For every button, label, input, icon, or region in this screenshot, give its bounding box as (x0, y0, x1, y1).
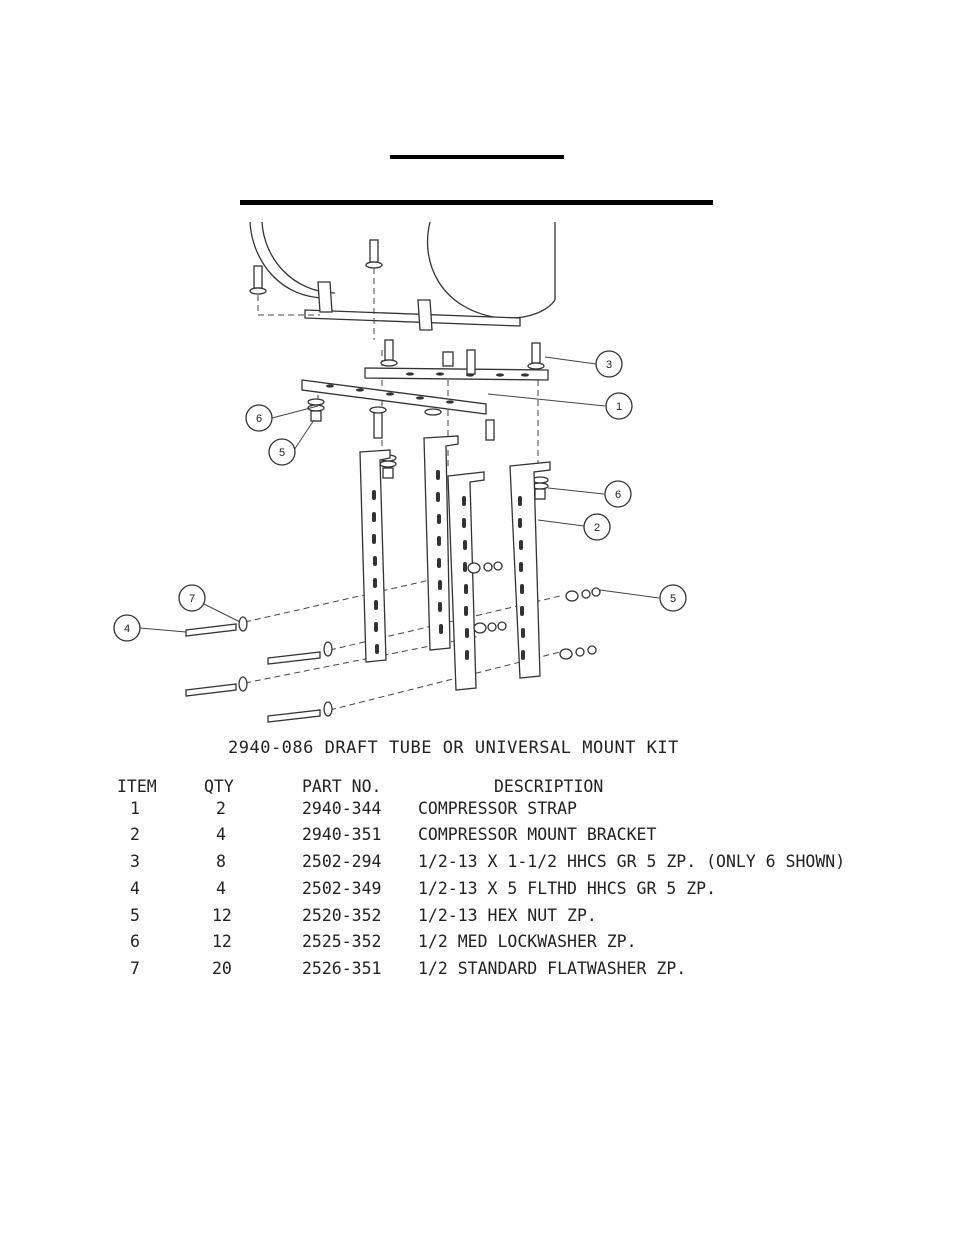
item-number: 1 (130, 799, 140, 818)
callout-4: 4 (113, 614, 141, 642)
callout-3: 3 (595, 350, 623, 378)
item-qty: 20 (212, 959, 232, 978)
item-number: 7 (130, 959, 140, 978)
header-part-no: PART NO. (302, 777, 382, 796)
callout-6-left: 6 (245, 404, 273, 432)
item-description: COMPRESSOR MOUNT BRACKET (418, 825, 657, 844)
callout-leaders (139, 356, 660, 633)
item-qty: 4 (216, 879, 226, 898)
parts-row: 5 12 2520-352 1/2-13 HEX NUT ZP. (0, 906, 954, 932)
exploded-assembly-drawing: 3 1 6 5 6 2 7 4 (113, 221, 687, 723)
callout-6-right: 6 (604, 480, 632, 508)
parts-row: 6 12 2525-352 1/2 MED LOCKWASHER ZP. (0, 932, 954, 958)
item-description: 1/2 MED LOCKWASHER ZP. (418, 932, 637, 951)
title-underline-long (240, 200, 713, 205)
top-bolts (249, 239, 383, 295)
callout-label: 7 (189, 593, 195, 605)
item-description: COMPRESSOR STRAP (418, 799, 577, 818)
item-number: 2 (130, 825, 140, 844)
callout-1: 1 (605, 392, 633, 420)
item-part-no: 2520-352 (302, 906, 382, 925)
callout-label: 6 (615, 489, 621, 501)
callout-5-left: 5 (268, 438, 296, 466)
callout-label: 6 (256, 413, 262, 425)
item-qty: 12 (212, 932, 232, 951)
header-item: ITEM (117, 777, 157, 796)
item-number: 6 (130, 932, 140, 951)
header-description: DESCRIPTION (494, 777, 604, 796)
callout-label: 1 (616, 401, 622, 413)
callout-label: 2 (594, 522, 600, 534)
item-part-no: 2525-352 (302, 932, 382, 951)
item-part-no: 2526-351 (302, 959, 382, 978)
callout-label: 3 (606, 359, 612, 371)
item-description: 1/2-13 HEX NUT ZP. (418, 906, 597, 925)
item-description: 1/2-13 X 1-1/2 HHCS GR 5 ZP. (ONLY 6 SHO… (418, 852, 846, 871)
parts-row: 2 4 2940-351 COMPRESSOR MOUNT BRACKET (0, 825, 954, 851)
mount-brackets (359, 435, 551, 691)
header-qty: QTY (204, 777, 234, 796)
nut-stacks (467, 561, 601, 660)
item-qty: 2 (216, 799, 226, 818)
callout-7: 7 (178, 584, 206, 612)
item-number: 4 (130, 879, 140, 898)
callout-5-right: 5 (659, 584, 687, 612)
callout-label: 5 (670, 593, 676, 605)
long-bolts (185, 616, 333, 723)
parts-header-row: ITEM QTY PART NO. DESCRIPTION (0, 777, 954, 803)
parts-row: 1 2 2940-344 COMPRESSOR STRAP (0, 799, 954, 825)
item-part-no: 2502-294 (302, 852, 382, 871)
item-description: 1/2 STANDARD FLATWASHER ZP. (418, 959, 687, 978)
item-part-no: 2940-351 (302, 825, 382, 844)
parts-row: 3 8 2502-294 1/2-13 X 1-1/2 HHCS GR 5 ZP… (0, 852, 954, 878)
compressor-tanks (249, 221, 556, 319)
item-number: 5 (130, 906, 140, 925)
item-qty: 4 (216, 825, 226, 844)
item-part-no: 2940-344 (302, 799, 382, 818)
drawing-caption: 2940-086 DRAFT TUBE OR UNIVERSAL MOUNT K… (228, 738, 679, 758)
callout-label: 4 (124, 623, 130, 635)
item-number: 3 (130, 852, 140, 871)
compressor-straps (301, 367, 549, 415)
item-part-no: 2502-349 (302, 879, 382, 898)
item-qty: 12 (212, 906, 232, 925)
callout-label: 5 (279, 447, 285, 459)
item-qty: 8 (216, 852, 226, 871)
callout-2: 2 (583, 513, 611, 541)
parts-row: 7 20 2526-351 1/2 STANDARD FLATWASHER ZP… (0, 959, 954, 985)
tank-saddle (304, 281, 521, 331)
title-underline-short (390, 155, 564, 159)
parts-row: 4 4 2502-349 1/2-13 X 5 FLTHD HHCS GR 5 … (0, 879, 954, 905)
item-description: 1/2-13 X 5 FLTHD HHCS GR 5 ZP. (418, 879, 717, 898)
